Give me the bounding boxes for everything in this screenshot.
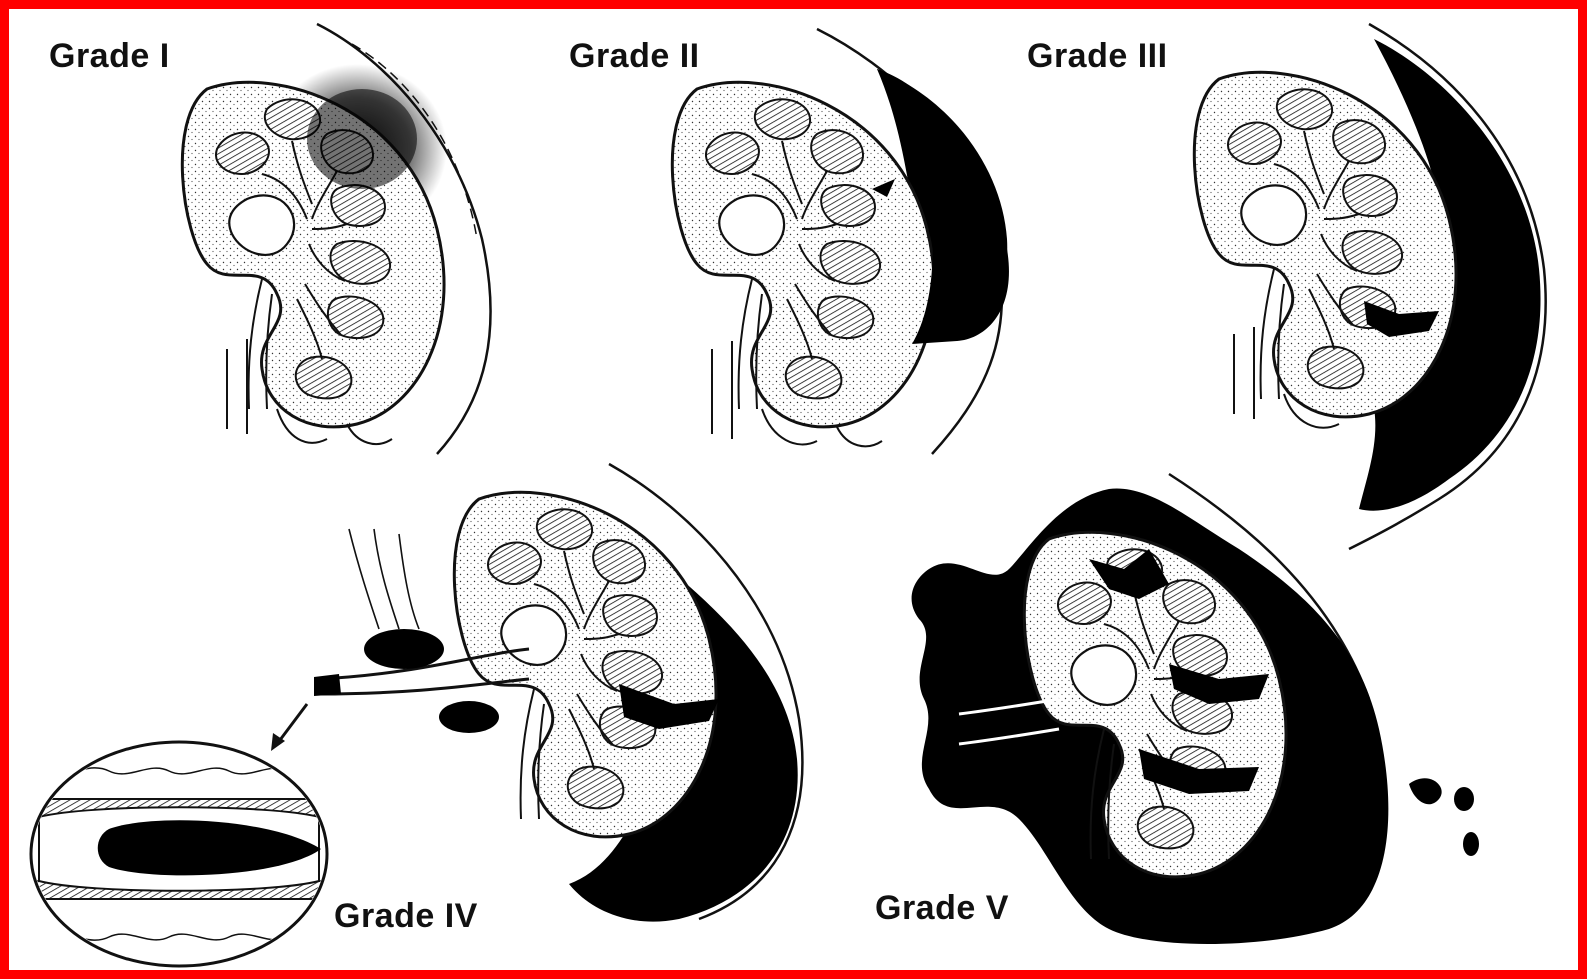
grade-v-label: Grade V (875, 889, 1009, 928)
grade-iv-label: Grade IV (334, 897, 478, 936)
grade-iii-label: Grade III (1027, 37, 1168, 76)
renal-injury-grades-illustration (9, 9, 1587, 979)
grade-i-kidney-illustration (182, 24, 490, 454)
vessel-thrombus-inset (29, 742, 329, 966)
grade-iii-kidney-illustration (1194, 24, 1545, 549)
grade-i-label: Grade I (49, 37, 170, 76)
inset-arrow-icon (277, 704, 307, 744)
grade-ii-kidney-illustration (672, 29, 1009, 454)
grade-iv-kidney-illustration (314, 464, 802, 922)
grade-v-kidney-illustration (912, 474, 1479, 944)
grade-ii-label: Grade II (569, 37, 700, 76)
